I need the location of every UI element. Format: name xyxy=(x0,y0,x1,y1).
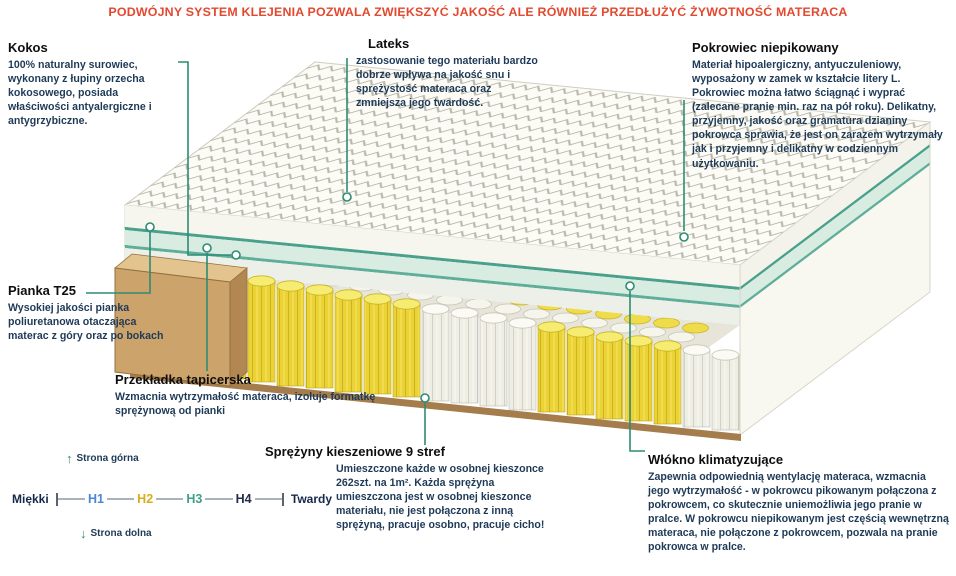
callout-pianka-body: Wysokiej jakości pianka poliuretanowa ot… xyxy=(8,302,164,343)
hardness-scale: Miękki H1 H2 H3 H4 Twardy xyxy=(12,492,332,506)
scale-tick xyxy=(55,492,58,506)
scale-line xyxy=(57,498,85,500)
top-side-text: Strona górna xyxy=(76,453,139,464)
callout-wlokno: Włókno klimatyzujące Zapewnia odpowiedni… xyxy=(648,452,950,554)
mattress-top-layer xyxy=(123,61,932,266)
hardness-bracket: H1 H2 H3 H4 xyxy=(55,492,284,506)
hardness-h3: H3 xyxy=(186,492,203,506)
arrow-down-icon: ↓ xyxy=(80,526,87,541)
callout-lateks: Lateks zastosowanie tego materiału bardz… xyxy=(356,36,544,110)
callout-pianka-heading: Pianka T25 xyxy=(8,283,76,298)
scale-line xyxy=(106,498,135,500)
bottom-side-label: ↓ Strona dolna xyxy=(80,527,152,540)
mattress-right-end xyxy=(739,120,931,437)
callout-przekladka-heading: Przekładka tapicerska xyxy=(115,372,251,387)
callout-wlokno-heading: Włókno klimatyzujące xyxy=(648,452,784,467)
scale-tick xyxy=(281,492,284,506)
scale-line xyxy=(254,498,282,500)
soft-label: Miękki xyxy=(12,492,49,506)
callout-wlokno-body: Zapewnia odpowiednią wentylację materaca… xyxy=(648,471,949,554)
callout-lateks-body: zastosowanie tego materiału bardzo dobrz… xyxy=(356,55,538,110)
scale-line xyxy=(205,498,233,500)
callout-pokrowiec: Pokrowiec niepikowany Materiał hipoalerg… xyxy=(692,40,952,171)
callout-kokos-heading: Kokos xyxy=(8,40,48,55)
top-side-label: ↑ Strona górna xyxy=(66,452,139,465)
callout-pokrowiec-body: Materiał hipoalergiczny, antyuczuleniowy… xyxy=(692,59,943,170)
wooden-plank xyxy=(114,253,248,387)
scale-line xyxy=(156,498,184,500)
hardness-h2: H2 xyxy=(137,492,154,506)
hardness-h4: H4 xyxy=(235,492,252,506)
callout-kokos: Kokos 100% naturalny surowiec, wykonany … xyxy=(8,40,180,128)
callout-sprezyny-heading: Sprężyny kieszeniowe 9 stref xyxy=(265,444,445,459)
callout-connectors xyxy=(86,58,689,452)
hard-label: Twardy xyxy=(290,492,332,506)
callout-przekladka-body: Wzmacnia wytrzymałość materaca, izoluje … xyxy=(115,391,376,418)
callout-kokos-body: 100% naturalny surowiec, wykonany z łupi… xyxy=(8,59,152,128)
callout-sprezyny-heading-wrap: Sprężyny kieszeniowe 9 stref xyxy=(265,444,565,462)
callout-sprezyny: Umieszczone każde w osobnej kieszonce 26… xyxy=(336,462,562,532)
callout-lateks-heading: Lateks xyxy=(368,36,410,51)
mattress-layer-bands xyxy=(125,205,740,325)
bottom-side-text: Strona dolna xyxy=(90,528,152,539)
page-title: PODWÓJNY SYSTEM KLEJENIA POZWALA ZWIĘKSZ… xyxy=(108,5,848,19)
callout-przekladka: Przekładka tapicerska Wzmacnia wytrzymał… xyxy=(115,372,387,418)
hardness-h1: H1 xyxy=(87,492,104,506)
callout-pokrowiec-heading: Pokrowiec niepikowany xyxy=(692,40,839,55)
bed-frame-strip xyxy=(130,371,741,441)
callout-sprezyny-body: Umieszczone każde w osobnej kieszonce 26… xyxy=(336,463,545,532)
callout-pianka: Pianka T25 Wysokiej jakości pianka poliu… xyxy=(8,283,176,343)
arrow-up-icon: ↑ xyxy=(66,451,73,466)
